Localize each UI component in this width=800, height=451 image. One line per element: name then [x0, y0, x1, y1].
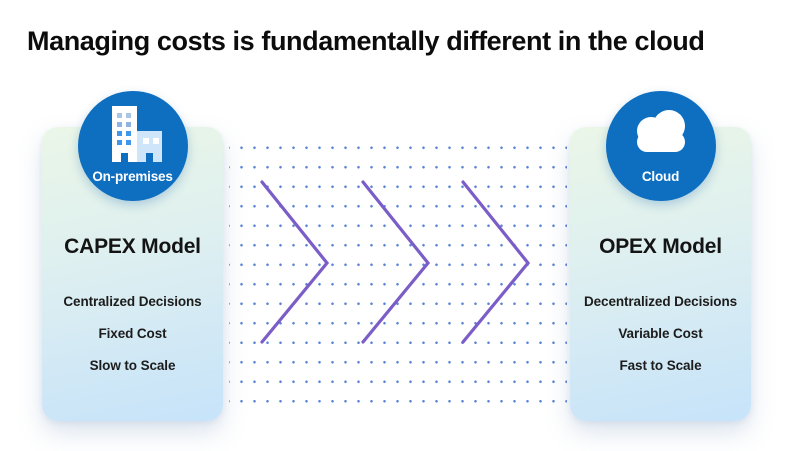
capex-model-title: CAPEX Model	[64, 235, 201, 258]
dotted-grid-background	[229, 132, 567, 410]
opex-model-title: OPEX Model	[599, 235, 722, 258]
on-premises-badge: On-premises	[77, 91, 188, 201]
list-item: Slow to Scale	[89, 358, 176, 373]
chevron-right-icon	[260, 180, 330, 344]
list-item: Fast to Scale	[619, 358, 702, 373]
capex-card: On-premises CAPEX Model Centralized Deci…	[42, 91, 223, 421]
cloud-badge: Cloud	[605, 91, 716, 201]
chevron-right-icon	[361, 180, 431, 344]
opex-item-list: Decentralized Decisions Variable Cost Fa…	[570, 292, 751, 375]
building-icon	[111, 106, 162, 162]
badge-label: On-premises	[92, 169, 173, 184]
list-item: Centralized Decisions	[63, 294, 202, 309]
list-item: Decentralized Decisions	[583, 294, 737, 309]
list-item: Variable Cost	[618, 326, 703, 341]
chevron-arrows	[260, 180, 531, 344]
cloud-icon	[636, 110, 685, 152]
list-item: Fixed Cost	[98, 326, 167, 341]
opex-card: Cloud OPEX Model Decentralized Decisions…	[570, 91, 751, 421]
page-title: Managing costs is fundamentally differen…	[27, 26, 705, 56]
badge-label: Cloud	[641, 169, 680, 184]
chevron-right-icon	[461, 180, 531, 344]
capex-item-list: Centralized Decisions Fixed Cost Slow to…	[42, 292, 223, 375]
